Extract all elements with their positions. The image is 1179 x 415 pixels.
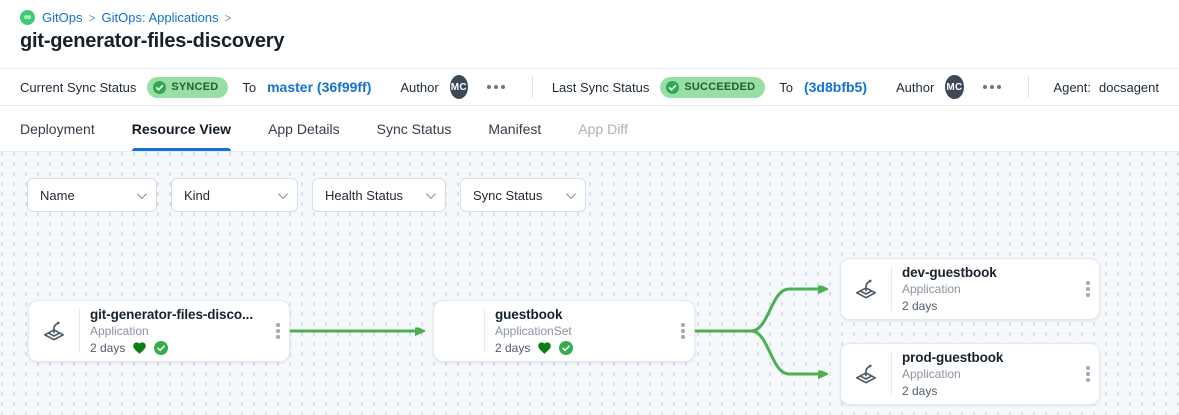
tab-manifest[interactable]: Manifest xyxy=(488,120,542,137)
node-title: git-generator-files-disco... xyxy=(90,307,253,322)
breadcrumb: ∞ GitOps > GitOps: Applications > xyxy=(20,10,1159,25)
last-sync-revision-link[interactable]: (3d8bfb5) xyxy=(803,79,867,95)
graph-node-guestbook-applicationset[interactable]: guestbook ApplicationSet 2 days xyxy=(433,300,695,362)
divider xyxy=(1027,76,1029,98)
last-sync-author-avatar: MC xyxy=(945,75,964,99)
last-sync-more-button[interactable] xyxy=(982,85,1001,89)
node-menu-button[interactable] xyxy=(672,323,694,339)
check-circle-icon xyxy=(666,80,680,94)
current-sync-label: Current Sync Status xyxy=(20,79,137,95)
breadcrumb-separator: > xyxy=(88,10,96,25)
agent-value: docsagent xyxy=(1099,79,1160,95)
filter-name-dropdown[interactable]: Name xyxy=(27,178,157,212)
filter-health-status-dropdown[interactable]: Health Status xyxy=(312,178,446,212)
resource-graph: Name Kind Health Status Sync Status xyxy=(0,152,1179,415)
breadcrumb-link-applications[interactable]: GitOps: Applications xyxy=(101,10,219,25)
chevron-down-icon xyxy=(277,188,288,199)
filter-label: Health Status xyxy=(325,187,404,203)
filter-label: Kind xyxy=(184,187,211,203)
agent-label: Agent: xyxy=(1053,79,1092,95)
synced-check-icon xyxy=(559,341,574,355)
page-title: git-generator-files-discovery xyxy=(20,30,285,52)
chevron-down-icon xyxy=(136,188,147,199)
current-sync-status-text: SYNCED xyxy=(171,81,219,93)
graph-node-dev-guestbook[interactable]: dev-guestbook Application 2 days xyxy=(840,258,1100,320)
last-sync-status-badge: SUCCEEDED xyxy=(660,76,766,98)
graph-node-prod-guestbook[interactable]: prod-guestbook Application 2 days xyxy=(840,343,1100,405)
synced-check-icon xyxy=(154,341,169,355)
node-kind: Application xyxy=(902,367,961,381)
node-age: 2 days xyxy=(902,384,938,398)
node-menu-button[interactable] xyxy=(267,323,289,339)
filter-label: Name xyxy=(40,187,75,203)
divider xyxy=(891,352,892,396)
node-menu-button[interactable] xyxy=(1077,366,1099,382)
agent-info: Agent: docsagent xyxy=(1053,80,1159,95)
check-circle-icon xyxy=(153,80,167,94)
edge-guestbook-to-dev xyxy=(694,289,825,333)
node-content: git-generator-files-disco... Application… xyxy=(80,301,267,361)
divider xyxy=(891,267,892,311)
node-age: 2 days xyxy=(902,299,938,313)
node-content: dev-guestbook Application 2 days xyxy=(892,259,1077,319)
node-kind: ApplicationSet xyxy=(495,324,572,338)
node-menu-button[interactable] xyxy=(1077,281,1099,297)
node-age: 2 days xyxy=(90,341,126,355)
current-sync-to-label: To xyxy=(242,79,257,95)
divider xyxy=(79,309,80,353)
node-title: guestbook xyxy=(495,307,563,322)
last-sync-to-label: To xyxy=(779,79,793,95)
breadcrumb-separator: > xyxy=(224,10,232,25)
filter-label: Sync Status xyxy=(473,187,543,203)
node-kind: Application xyxy=(90,324,149,338)
tab-sync-status[interactable]: Sync Status xyxy=(376,120,452,137)
node-title: prod-guestbook xyxy=(902,350,1004,365)
argo-application-icon xyxy=(841,276,891,302)
current-sync-author-avatar: MC xyxy=(449,75,469,99)
tab-deployment[interactable]: Deployment xyxy=(20,120,95,137)
node-age: 2 days xyxy=(495,341,531,355)
edge-guestbook-to-prod xyxy=(694,329,825,374)
gitops-infinity-icon: ∞ xyxy=(20,10,35,25)
current-sync-status-badge: SYNCED xyxy=(147,76,229,98)
filter-bar: Name Kind Health Status Sync Status xyxy=(27,178,586,212)
graph-node-root-application[interactable]: git-generator-files-disco... Application… xyxy=(28,300,290,362)
sync-status-bar: Current Sync Status SYNCED To master (36… xyxy=(0,68,1179,106)
current-sync-more-button[interactable] xyxy=(487,85,506,89)
tab-resource-view[interactable]: Resource View xyxy=(131,106,232,151)
current-sync-author-label: Author xyxy=(400,79,439,95)
divider xyxy=(532,76,533,98)
chevron-down-icon xyxy=(565,188,576,199)
current-sync-revision-link[interactable]: master (36f99ff) xyxy=(267,79,372,95)
chevron-down-icon xyxy=(425,188,436,199)
divider xyxy=(484,309,485,353)
tab-app-details[interactable]: App Details xyxy=(268,120,340,137)
argo-application-icon xyxy=(841,361,891,387)
last-sync-label: Last Sync Status xyxy=(551,79,650,95)
node-kind: Application xyxy=(902,282,961,296)
filter-kind-dropdown[interactable]: Kind xyxy=(171,178,298,212)
node-content: prod-guestbook Application 2 days xyxy=(892,344,1077,404)
health-heart-icon xyxy=(537,341,552,355)
tab-bar: Deployment Resource View App Details Syn… xyxy=(0,106,1179,152)
last-sync-status-text: SUCCEEDED xyxy=(684,81,756,93)
node-title: dev-guestbook xyxy=(902,265,997,280)
health-heart-icon xyxy=(132,341,147,355)
filter-sync-status-dropdown[interactable]: Sync Status xyxy=(460,178,586,212)
breadcrumb-link-gitops[interactable]: GitOps xyxy=(42,10,83,25)
node-content: guestbook ApplicationSet 2 days xyxy=(485,301,672,361)
page-header: ∞ GitOps > GitOps: Applications > git-ge… xyxy=(0,0,1179,68)
last-sync-author-label: Author xyxy=(895,79,935,95)
argo-application-icon xyxy=(29,318,79,344)
tab-app-diff: App Diff xyxy=(578,120,628,137)
